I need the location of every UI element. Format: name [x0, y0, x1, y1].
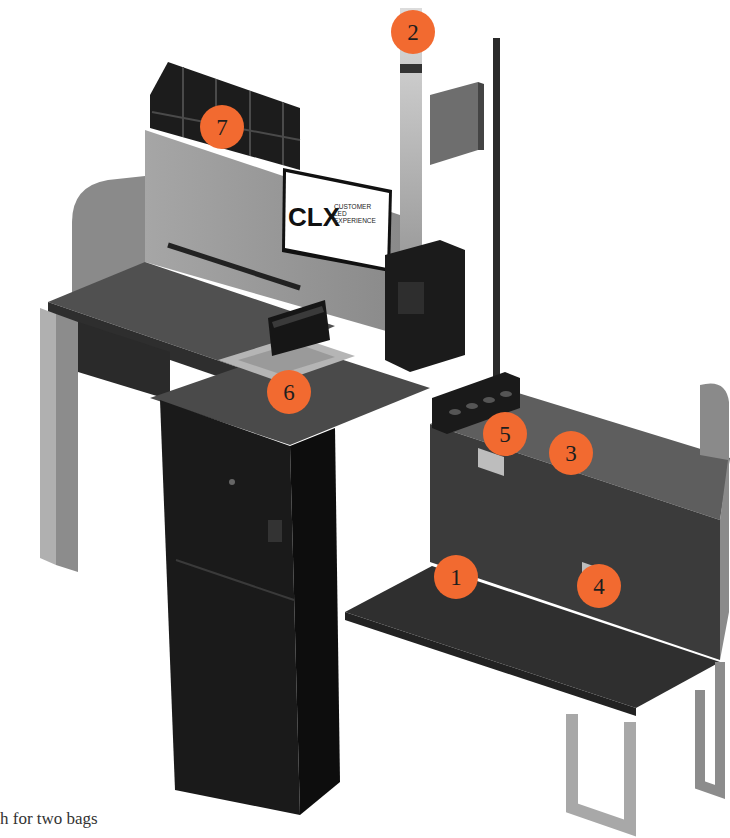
pedestal-front [160, 400, 300, 815]
payment-terminal [385, 240, 465, 372]
shelf-leg [572, 714, 630, 828]
callout-text: 1 [450, 566, 462, 589]
scanner-hood [268, 300, 330, 356]
under-counter [78, 322, 170, 400]
pen-hole [483, 397, 495, 403]
pedestal-door-line [176, 560, 294, 600]
callout-text: 5 [499, 423, 511, 446]
left-leg [40, 308, 56, 565]
rack-divider [152, 112, 300, 140]
pen-hole [466, 403, 478, 409]
callout-text: 7 [216, 116, 228, 139]
callout-text: 2 [407, 21, 419, 44]
sign-edge [478, 82, 484, 150]
rack-divider [249, 91, 251, 156]
sign-panel [430, 82, 478, 165]
callout-number: 7 [200, 105, 244, 149]
bag-rack [150, 62, 300, 170]
pedestal-side [290, 428, 340, 815]
callout-number: 5 [483, 412, 527, 456]
screen [285, 172, 389, 268]
shelf-leg [700, 662, 720, 792]
rack-divider [282, 102, 284, 165]
sign-pole [493, 38, 500, 413]
right-end-panel [700, 383, 729, 660]
callout-text: 4 [593, 575, 605, 598]
callout-number: 6 [267, 370, 311, 414]
scanner-hood-edge [272, 306, 324, 328]
callout-number: 3 [549, 431, 593, 475]
pen-hole [500, 391, 512, 397]
callout-text: 3 [565, 442, 577, 465]
coin-slot [268, 520, 282, 542]
shelf-edge [345, 612, 636, 716]
callout-text: 6 [283, 381, 295, 404]
pen-hole [449, 409, 461, 415]
logo-subtext: CUSTOMER LED EXPERIENCE [334, 203, 378, 224]
left-leg-side [56, 314, 78, 572]
printer-slot [398, 282, 424, 314]
lock [229, 479, 235, 485]
caption-fragment: h for two bags [0, 810, 260, 829]
callout-number: 1 [434, 555, 478, 599]
callout-number: 2 [391, 10, 435, 54]
pole-band [400, 64, 422, 73]
rack-divider [182, 67, 184, 137]
screen-frame [282, 168, 392, 272]
callout-number: 4 [577, 564, 621, 608]
